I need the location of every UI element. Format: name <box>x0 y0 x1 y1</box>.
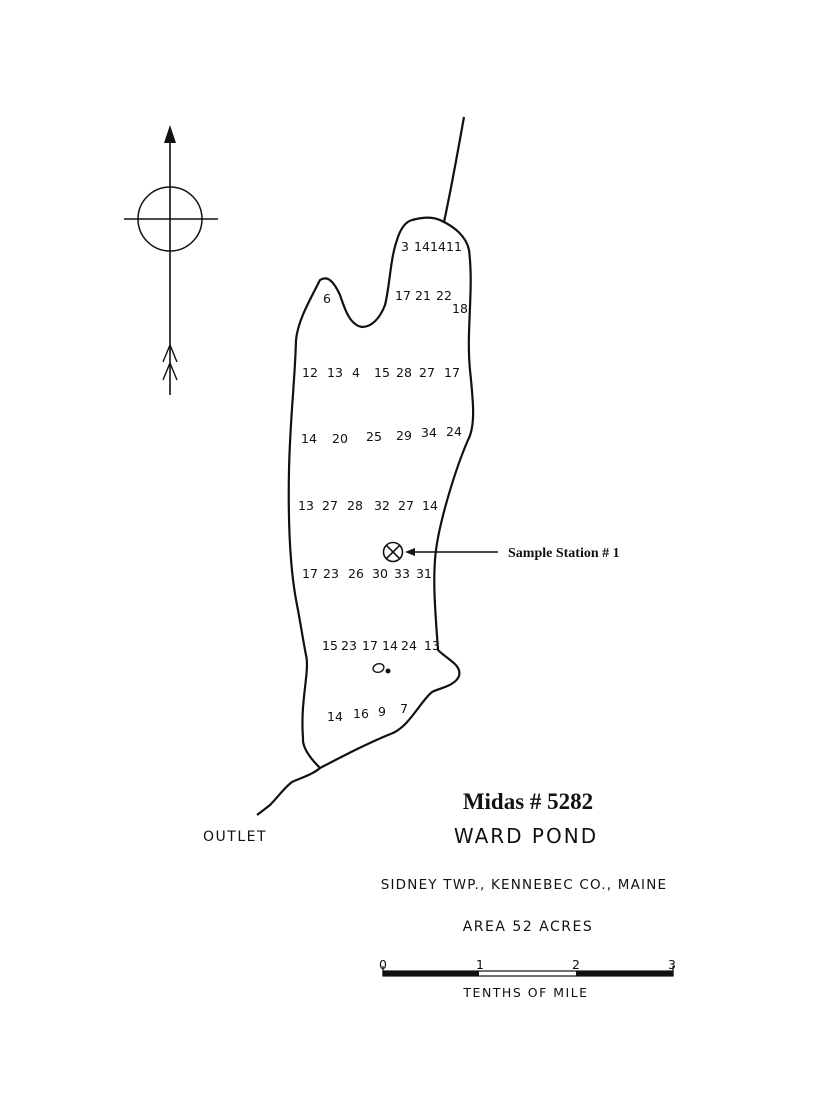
depth-sounding: 24 <box>446 424 462 439</box>
depth-sounding: 29 <box>396 428 412 443</box>
scale-tick-label: 2 <box>572 957 580 972</box>
depth-sounding: 14 <box>327 709 343 724</box>
north-arrow-icon <box>124 125 218 395</box>
depth-sounding: 3 <box>401 239 409 254</box>
depth-sounding: 22 <box>436 288 452 303</box>
depth-sounding: 26 <box>348 566 364 581</box>
depth-sounding: 14 <box>430 239 446 254</box>
depth-sounding: 14 <box>422 498 438 513</box>
depth-sounding: 11 <box>446 239 462 254</box>
depth-sounding: 23 <box>341 638 357 653</box>
depth-sounding: 25 <box>366 429 382 444</box>
depth-sounding: 16 <box>353 706 369 721</box>
depth-sounding: 28 <box>347 498 363 513</box>
depth-sounding: 33 <box>394 566 410 581</box>
location-label: SIDNEY TWP., KENNEBEC CO., MAINE <box>381 877 668 893</box>
depth-sounding: 30 <box>372 566 388 581</box>
depth-sounding: 32 <box>374 498 390 513</box>
scale-tick-label: 1 <box>476 957 484 972</box>
station-pointer-arrow-icon <box>405 548 498 556</box>
depth-soundings: 3 14 14 11 6 17 21 22 18 12 13 4 15 28 2… <box>298 239 468 724</box>
depth-sounding: 13 <box>327 365 343 380</box>
depth-sounding: 24 <box>401 638 417 653</box>
depth-sounding: 15 <box>322 638 338 653</box>
depth-sounding: 15 <box>374 365 390 380</box>
depth-sounding: 13 <box>424 638 440 653</box>
depth-sounding: 27 <box>322 498 338 513</box>
depth-sounding: 14 <box>382 638 398 653</box>
depth-sounding: 27 <box>398 498 414 513</box>
outlet-label: OUTLET <box>203 829 267 845</box>
depth-sounding: 31 <box>416 566 432 581</box>
depth-sounding: 14 <box>301 431 317 446</box>
outlet-stream <box>256 767 321 816</box>
sample-station-marker-icon <box>382 541 404 563</box>
lake-shoreline <box>287 216 475 770</box>
depth-sounding: 9 <box>378 704 386 719</box>
island-icon <box>372 662 391 674</box>
depth-sounding: 34 <box>421 425 437 440</box>
depth-sounding: 4 <box>352 365 360 380</box>
depth-sounding: 27 <box>419 365 435 380</box>
depth-sounding: 17 <box>362 638 378 653</box>
depth-sounding: 28 <box>396 365 412 380</box>
scale-bar: 0 1 2 3 TENTHS OF MILE <box>379 957 676 1000</box>
depth-sounding: 7 <box>400 701 408 716</box>
depth-sounding: 18 <box>452 301 468 316</box>
depth-sounding: 20 <box>332 431 348 446</box>
depth-sounding: 17 <box>444 365 460 380</box>
scale-tick-label: 3 <box>668 957 676 972</box>
area-label: AREA 52 ACRES <box>463 919 594 935</box>
sample-station-label: Sample Station # 1 <box>508 546 620 561</box>
depth-sounding: 6 <box>323 291 331 306</box>
depth-sounding: 13 <box>298 498 314 513</box>
scale-unit-label: TENTHS OF MILE <box>462 985 588 1000</box>
pond-name: WARD POND <box>454 824 598 848</box>
scale-tick-label: 0 <box>379 957 387 972</box>
depth-sounding: 17 <box>302 566 318 581</box>
inlet-stream <box>442 116 466 223</box>
depth-sounding: 21 <box>415 288 431 303</box>
depth-sounding: 12 <box>302 365 318 380</box>
depth-sounding: 23 <box>323 566 339 581</box>
midas-number: Midas # 5282 <box>463 789 593 814</box>
depth-sounding: 17 <box>395 288 411 303</box>
depth-sounding: 14 <box>414 239 430 254</box>
